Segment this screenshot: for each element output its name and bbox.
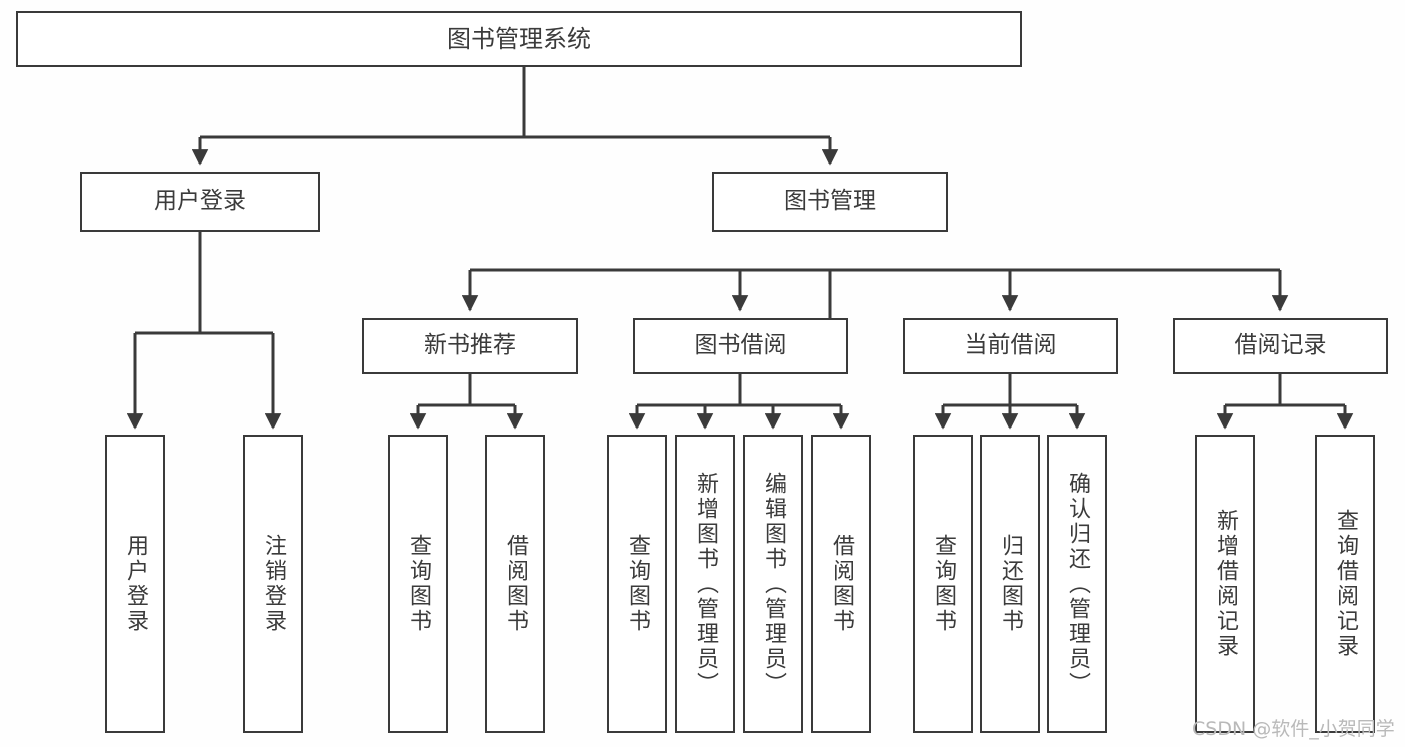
leaf-current-confirm-return-admin[interactable]: 确认归还（管理员）	[1047, 435, 1107, 733]
node-label: 归还图书	[998, 534, 1023, 634]
node-label: 用户登录	[154, 188, 246, 215]
node-label: 查询图书	[625, 534, 650, 634]
leaf-record-query-record[interactable]: 查询借阅记录	[1315, 435, 1375, 733]
node-label: 用户登录	[123, 534, 148, 634]
leaf-current-query-book[interactable]: 查询图书	[913, 435, 973, 733]
node-book-management[interactable]: 图书管理	[712, 172, 948, 232]
node-borrow-record[interactable]: 借阅记录	[1173, 318, 1388, 374]
node-label: 编辑图书（管理员）	[761, 471, 786, 697]
leaf-borrow-edit-book-admin[interactable]: 编辑图书（管理员）	[743, 435, 803, 733]
node-user-login[interactable]: 用户登录	[80, 172, 320, 232]
leaf-user-login-login[interactable]: 用户登录	[105, 435, 165, 733]
leaf-user-login-logout[interactable]: 注销登录	[243, 435, 303, 733]
node-label: 新书推荐	[424, 332, 516, 359]
csdn-watermark: CSDN @软件_小贺同学	[1192, 718, 1395, 740]
node-root-book-management-system[interactable]: 图书管理系统	[16, 11, 1022, 67]
leaf-recommend-query-book[interactable]: 查询图书	[388, 435, 448, 733]
node-label: 查询图书	[406, 534, 431, 634]
leaf-current-return-book[interactable]: 归还图书	[980, 435, 1040, 733]
node-label: 图书管理	[784, 188, 876, 215]
node-label: 图书管理系统	[447, 24, 591, 53]
node-label: 查询图书	[931, 534, 956, 634]
node-current-borrow[interactable]: 当前借阅	[903, 318, 1118, 374]
node-label: 借阅记录	[1234, 332, 1327, 359]
leaf-record-add-record[interactable]: 新增借阅记录	[1195, 435, 1255, 733]
leaf-borrow-add-book-admin[interactable]: 新增图书（管理员）	[675, 435, 735, 733]
node-label: 当前借阅	[964, 332, 1057, 359]
node-new-book-recommend[interactable]: 新书推荐	[362, 318, 578, 374]
node-label: 图书借阅	[694, 332, 787, 359]
node-label: 查询借阅记录	[1333, 509, 1358, 659]
leaf-borrow-borrow-book[interactable]: 借阅图书	[811, 435, 871, 733]
node-book-borrow[interactable]: 图书借阅	[633, 318, 848, 374]
node-label: 确认归还（管理员）	[1065, 471, 1090, 697]
node-label: 借阅图书	[503, 534, 528, 634]
leaf-borrow-query-book[interactable]: 查询图书	[607, 435, 667, 733]
node-label: 新增图书（管理员）	[693, 471, 718, 697]
node-label: 注销登录	[261, 534, 286, 634]
leaf-recommend-borrow-book[interactable]: 借阅图书	[485, 435, 545, 733]
node-label: 借阅图书	[829, 534, 854, 634]
node-label: 新增借阅记录	[1213, 509, 1238, 659]
